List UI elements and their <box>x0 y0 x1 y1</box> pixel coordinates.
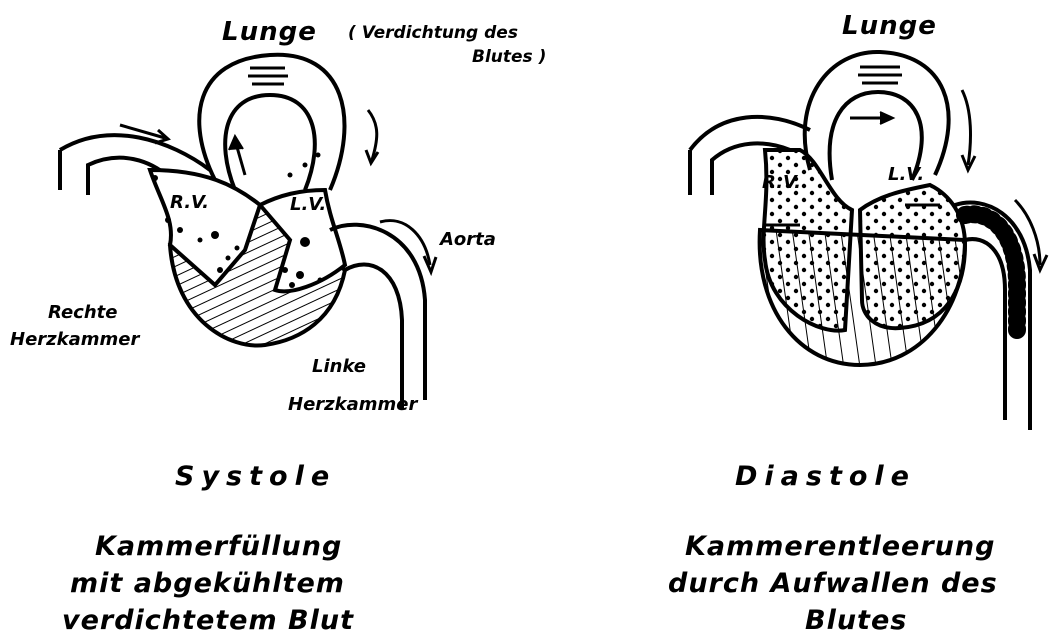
systole-diagram: Lunge ( Verdichtung des Blutes ) R.V. L.… <box>10 17 546 636</box>
diastole-desc-line-3: Blutes <box>805 605 907 636</box>
systole-title: Systole <box>175 461 336 492</box>
diastole-desc-line-1: Kammerentleerung <box>685 531 995 562</box>
diastole-lung-label: Lunge <box>842 11 937 41</box>
diastole-lv-label: L.V. <box>888 164 924 185</box>
systole-lung-label: Lunge <box>222 17 317 47</box>
diastole-desc-line-2: durch Aufwallen des <box>668 568 998 599</box>
left-chamber-label-2: Herzkammer <box>288 394 418 415</box>
left-chamber-label-1: Linke <box>312 356 366 377</box>
diastole-rv-label: R.V. <box>762 172 801 193</box>
right-chamber-label-2: Herzkammer <box>10 329 140 350</box>
systole-lung-note-1: ( Verdichtung des <box>348 23 518 43</box>
systole-rv-label: R.V. <box>170 192 209 213</box>
systole-desc-line-1: Kammerfüllung <box>95 531 342 562</box>
diastole-diagram: Lunge R.V. L.V. Diastole Kammerentleerun… <box>668 11 1047 636</box>
aorta-label: Aorta <box>438 229 496 250</box>
diastole-title: Diastole <box>735 461 916 492</box>
right-chamber-label-1: Rechte <box>48 302 117 323</box>
systole-lung-note-2: Blutes ) <box>472 47 546 67</box>
systole-desc-line-2: mit abgekühltem <box>70 568 345 599</box>
systole-lv-label: L.V. <box>290 194 326 215</box>
systole-desc-line-3: verdichtetem Blut <box>62 605 354 636</box>
